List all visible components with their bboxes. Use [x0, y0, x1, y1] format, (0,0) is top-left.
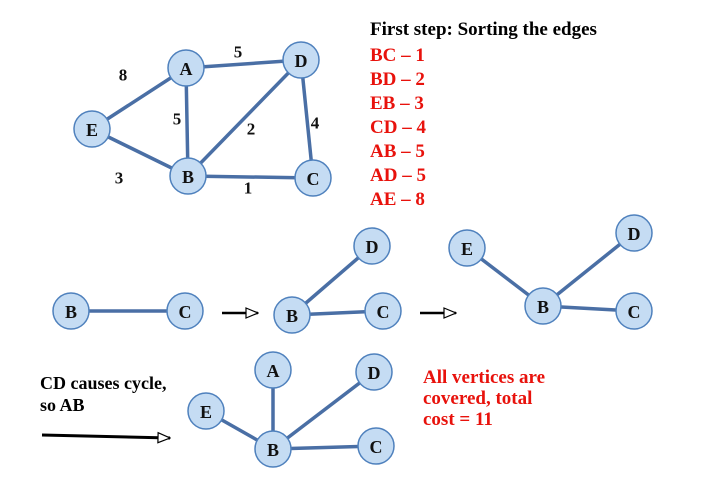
node-d: D — [282, 41, 320, 79]
node-label: B — [286, 306, 298, 326]
edge-weight-bc: 1 — [244, 179, 253, 198]
step-node-c: C — [357, 427, 395, 465]
full-weighted-graph: 5 8 5 2 4 3 1 A B C D E — [73, 41, 332, 198]
node-label: A — [180, 59, 193, 79]
edge-weight-ea: 8 — [119, 66, 128, 85]
node-label: D — [366, 237, 379, 257]
node-label: C — [307, 169, 320, 189]
step-title: First step: Sorting the edges — [370, 19, 597, 40]
sorted-edge-list: BC – 1 BD – 2 EB – 3 CD – 4 AB – 5 AD – 5 AE –… — [370, 44, 426, 212]
edge-bd — [186, 58, 303, 178]
step-node-b: B — [524, 287, 562, 325]
step-graph-3: E D B C — [448, 214, 653, 330]
edge-weight-eb: 3 — [115, 169, 124, 188]
result-note: All vertices are covered, total cost = 1… — [423, 367, 546, 430]
step-node-b: B — [52, 292, 90, 330]
edge-weight-ab: 5 — [173, 110, 182, 129]
step-node-b: B — [273, 296, 311, 334]
step-node-c: C — [364, 292, 402, 330]
node-label: B — [537, 297, 549, 317]
sorted-edge-item: EB – 3 — [370, 93, 424, 114]
edge-weight-dc: 4 — [311, 114, 320, 133]
node-label: C — [628, 302, 641, 322]
sorted-edge-item: BD – 2 — [370, 69, 425, 90]
node-a: A — [167, 49, 205, 87]
node-label: E — [200, 402, 212, 422]
node-label: D — [295, 51, 308, 71]
step-node-d: D — [615, 214, 653, 252]
node-e: E — [73, 110, 111, 148]
edge-weight-ad: 5 — [234, 43, 243, 62]
step-node-d: D — [353, 227, 391, 265]
step-edge-bd — [541, 231, 636, 308]
cycle-note: CD causes cycle, so AB — [40, 373, 167, 415]
sorted-edge-item: CD – 4 — [370, 117, 426, 138]
step-graph-4: A D E B C — [187, 351, 395, 468]
node-label: C — [377, 302, 390, 322]
node-label: B — [267, 440, 279, 460]
edge-weight-bd: 2 — [247, 120, 256, 139]
step-node-b: B — [254, 430, 292, 468]
step-node-e: E — [187, 392, 225, 430]
sorted-edge-item: AE – 8 — [370, 189, 425, 210]
node-label: E — [86, 120, 98, 140]
step-node-c: C — [615, 292, 653, 330]
step-node-c: C — [166, 292, 204, 330]
step-graph-2: D B C — [273, 227, 402, 334]
node-label: B — [182, 167, 194, 187]
node-label: D — [628, 224, 641, 244]
node-b: B — [169, 157, 207, 195]
node-label: D — [368, 363, 381, 383]
node-label: B — [65, 302, 77, 322]
step-node-d: D — [355, 353, 393, 391]
node-label: E — [461, 239, 473, 259]
edge-bc — [186, 174, 315, 180]
sorted-edge-item: BC – 1 — [370, 45, 425, 66]
node-label: C — [370, 437, 383, 457]
edge-ad — [184, 58, 303, 70]
step-node-a: A — [254, 351, 292, 389]
node-c: C — [294, 159, 332, 197]
step-node-e: E — [448, 229, 486, 267]
sorted-edge-item: AB – 5 — [370, 141, 425, 162]
step-edge-bd — [271, 370, 376, 451]
node-label: A — [267, 361, 280, 381]
edge-dc — [299, 58, 315, 180]
sorted-edge-item: AD – 5 — [370, 165, 426, 186]
node-label: C — [179, 302, 192, 322]
note-arrow — [41, 435, 170, 438]
